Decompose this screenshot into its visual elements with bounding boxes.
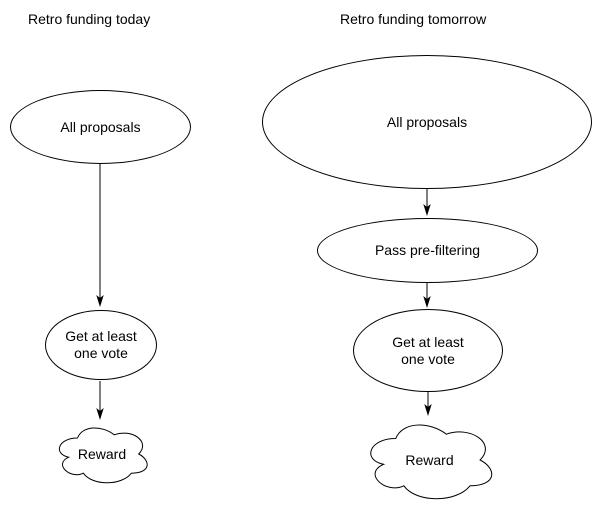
right-diagram-title: Retro funding tomorrow	[340, 11, 487, 27]
node-label: Pass pre-filtering	[374, 242, 481, 258]
arrow-down-icon	[423, 283, 431, 308]
arrow-down-icon	[424, 392, 432, 416]
node-label: Reward	[405, 451, 454, 468]
left-diagram-title: Retro funding today	[28, 11, 151, 27]
node-label: All proposals	[60, 118, 141, 135]
node-label: Get at least one vote	[392, 333, 464, 367]
arrow-down-icon	[96, 381, 104, 420]
cloud-shape-icon	[362, 417, 497, 503]
arrow-down-icon	[96, 164, 104, 307]
arrow-down-icon	[423, 189, 431, 216]
node-label: Reward	[77, 445, 127, 462]
node-get-vote-today: Get at least one vote	[45, 310, 157, 380]
node-reward-tomorrow: Reward	[362, 417, 497, 503]
node-all-proposals-today: All proposals	[10, 90, 191, 164]
node-get-vote-tomorrow: Get at least one vote	[353, 309, 503, 392]
node-pass-prefiltering: Pass pre-filtering	[317, 218, 538, 283]
node-reward-today: Reward	[53, 422, 151, 486]
node-label: Get at least one vote	[65, 328, 137, 361]
cloud-shape-icon	[53, 422, 151, 486]
node-label: All proposals	[386, 113, 468, 130]
node-all-proposals-tomorrow: All proposals	[262, 55, 592, 189]
